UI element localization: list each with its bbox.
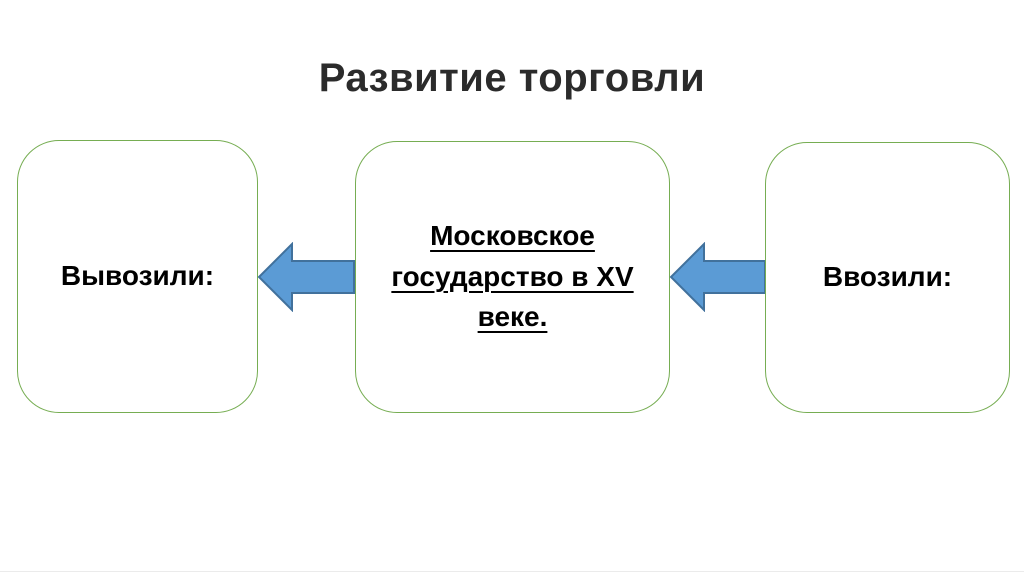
box-moscow-state: Московское государство в XV веке. xyxy=(355,141,670,413)
box-moscow-state-label: Московское государство в XV веке. xyxy=(391,220,634,333)
box-exported: Вывозили: xyxy=(17,140,258,413)
slide-edge-line xyxy=(0,571,1024,572)
box-imported-label: Ввозили: xyxy=(822,261,953,293)
slide-title: Развитие торговли xyxy=(318,56,706,100)
box-exported-label: Вывозили: xyxy=(60,260,215,292)
right-block-arrow-icon xyxy=(669,242,766,312)
box-imported: Ввозили: xyxy=(765,142,1010,413)
left-block-arrow-icon xyxy=(257,242,355,312)
